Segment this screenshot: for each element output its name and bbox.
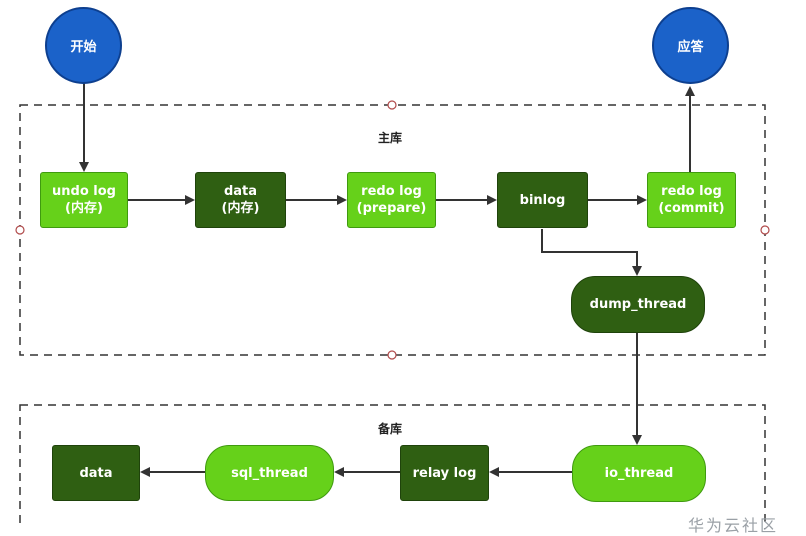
data-memory-node: data (内存) xyxy=(195,172,286,228)
redo-commit-label: redo log xyxy=(661,184,722,199)
frame-handle-left xyxy=(15,225,25,235)
redo-prepare-node: redo log (prepare) xyxy=(347,172,436,228)
io-thread-label: io_thread xyxy=(604,466,674,481)
watermark-text: 华为云社区 xyxy=(688,516,779,535)
redo-prepare-sublabel: (prepare) xyxy=(356,201,427,216)
slave-data-label: data xyxy=(79,465,113,481)
frame-handle-bottom xyxy=(387,350,397,360)
dump-thread-label: dump_thread xyxy=(589,297,687,312)
slave-data-node: data xyxy=(52,445,140,501)
redo-prepare-label: redo log xyxy=(361,184,422,199)
relay-log-label: relay log xyxy=(412,465,477,481)
undo-log-sublabel: (内存) xyxy=(65,201,103,216)
frame-handle-top xyxy=(387,100,397,110)
data-memory-sublabel: (内存) xyxy=(221,201,260,216)
binlog-label: binlog xyxy=(519,192,566,208)
start-node: 开始 xyxy=(45,7,122,84)
undo-log-node: undo log (内存) xyxy=(40,172,128,228)
master-title: 主库 xyxy=(378,131,403,145)
io-thread-node: io_thread xyxy=(572,445,706,502)
edge-binlog-dump-thread xyxy=(541,229,642,276)
slave-group-frame xyxy=(19,404,766,529)
redo-commit-sublabel: (commit) xyxy=(658,201,725,216)
sql-thread-node: sql_thread xyxy=(205,445,334,501)
slave-title: 备库 xyxy=(378,422,403,436)
frame-handle-right xyxy=(760,225,770,235)
undo-log-label: undo log xyxy=(52,184,116,199)
start-label: 开始 xyxy=(70,40,97,55)
dump-thread-node: dump_thread xyxy=(571,276,705,333)
relay-log-node: relay log xyxy=(400,445,489,501)
end-node: 应答 xyxy=(652,7,729,84)
binlog-node: binlog xyxy=(497,172,588,228)
end-label: 应答 xyxy=(677,40,704,55)
sql-thread-label: sql_thread xyxy=(231,465,308,481)
redo-commit-node: redo log (commit) xyxy=(647,172,736,228)
data-memory-label: data xyxy=(223,184,258,199)
